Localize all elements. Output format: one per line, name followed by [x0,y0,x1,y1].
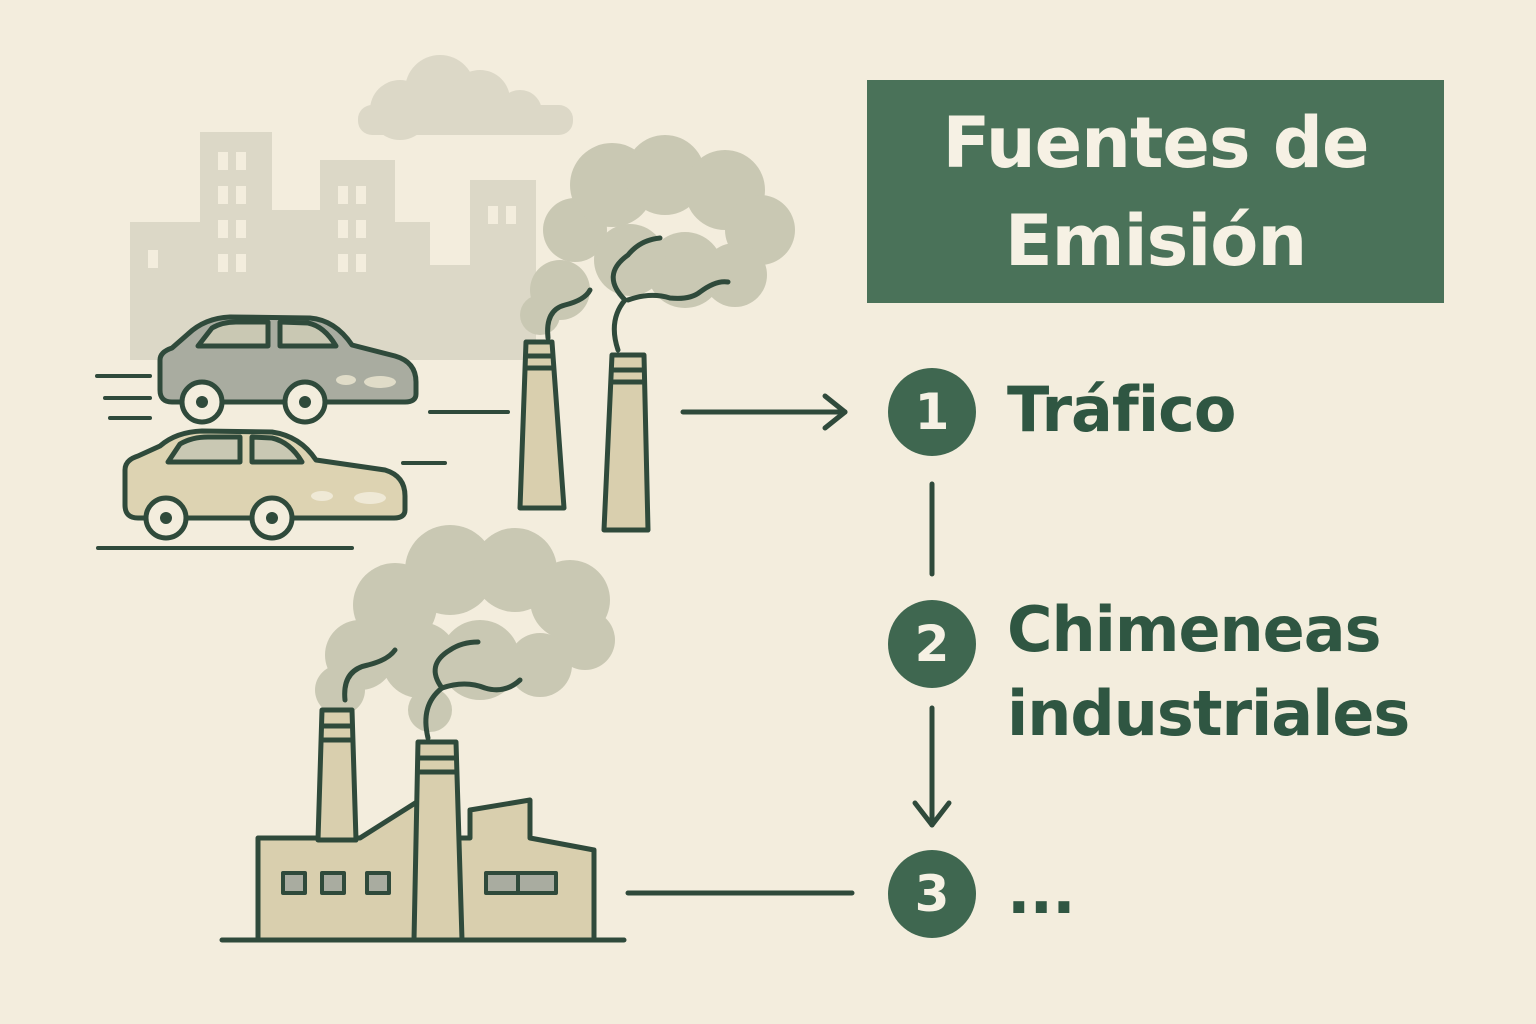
step-1-badge: 1 [888,368,976,456]
step-3-label: ... [1007,850,1076,934]
smoke-swirl [342,639,523,741]
step-2-label-line-1: Chimeneas [1007,593,1381,666]
smokestack-icon [517,339,651,533]
step-1-label-line-1: Tráfico [1007,373,1236,446]
connector-arrow [680,393,848,431]
step-2-label-line-2: industriales [1007,677,1410,750]
motion-lines [95,374,510,550]
smoke-swirl [545,235,731,353]
step-2-label: Chimeneas industriales [1007,588,1410,756]
cloud-icon [358,55,573,140]
car-icon [157,314,419,425]
smoke-cloud [315,525,615,732]
smoke-cloud [520,135,795,335]
title-box: Fuentes de Emisión [867,80,1444,303]
step-1-label: Tráfico [1007,368,1236,452]
title-line-1: Fuentes de [942,101,1369,184]
step-2-badge: 2 [888,600,976,688]
title-line-2: Emisión [1004,199,1307,282]
factory-icon [219,707,627,943]
car-icon [122,428,408,541]
step-3-label-line-1: ... [1007,855,1076,928]
connector-arrow [912,705,952,828]
step-3-badge: 3 [888,850,976,938]
city-skyline-icon [130,132,536,360]
